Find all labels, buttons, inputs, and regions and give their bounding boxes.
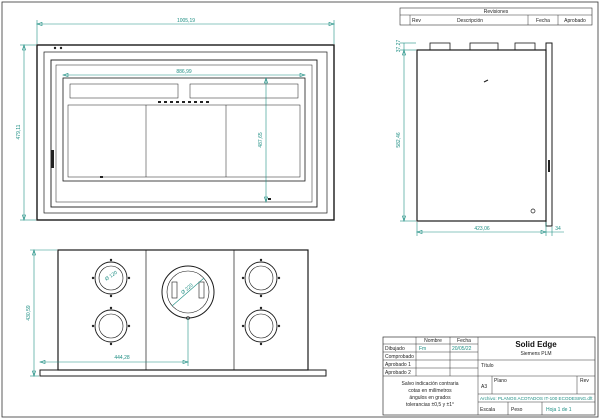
tb-size: A3 [481, 384, 487, 390]
dim-inner-height-label: 487,65 [258, 132, 264, 148]
side-collar-left [429, 42, 451, 51]
front-outer-frame [36, 44, 335, 221]
duct-left-top [91, 258, 131, 298]
title-block: Nombre Fecha Dibujado Comprobado Aprobad… [382, 336, 596, 416]
top-body [57, 249, 309, 371]
side-screw [530, 208, 536, 214]
duct-right-top [241, 258, 281, 298]
tb-titulo-label: Título [481, 363, 494, 369]
tb-row-comprobado: Comprobado [385, 354, 414, 360]
duct-left-label: Ø 120 [104, 270, 119, 283]
duct-left-bottom [91, 306, 131, 346]
duct-center-label: Ø 220 [180, 282, 194, 295]
side-view: 37,27 582,46 423,06 34 [396, 40, 564, 236]
tb-row-aprobado1: Aprobado 1 [385, 362, 411, 368]
dim-rear-offset-label: 34 [555, 226, 561, 232]
deflector-left [69, 83, 179, 99]
tb-dibujado-fecha: 20/05/22 [452, 346, 472, 352]
dim-side-height-label: 582,46 [396, 132, 402, 148]
tb-company: Solid Edge [515, 340, 557, 349]
top-view: Ø 120 Ø 220 [26, 249, 327, 377]
lock-mark-right [268, 198, 271, 200]
lock-mark-bottom [100, 176, 103, 178]
tb-rev-label: Rev [580, 378, 589, 384]
revisions-table: Revisiones Rev Descripción Fecha Aprobad… [399, 7, 593, 26]
dim-overall-height-label: 479,11 [16, 124, 22, 139]
tb-note-line1: Salvo indicación contraria [402, 381, 459, 387]
side-mark [483, 79, 489, 83]
duct-center [161, 265, 215, 320]
front-door-inner [55, 64, 313, 203]
deflector-right [189, 83, 299, 99]
revisions-col-desc: Descripción [457, 18, 483, 24]
tb-note-line4: tolerancias ±0,5 y ±1° [406, 402, 454, 408]
side-collar-center [469, 42, 499, 51]
dim-duct-offset-label: 444,28 [114, 355, 130, 361]
dim-overall-width-label: 1005,19 [177, 18, 195, 24]
tb-col-nombre: Nombre [424, 338, 442, 344]
tb-peso-label: Peso [511, 407, 523, 413]
tb-plano-label: Plano [494, 378, 507, 384]
front-frame-inner [43, 51, 328, 214]
dim-top-offset-label: 37,27 [396, 40, 402, 53]
revisions-col-aprobado: Aprobado [564, 18, 586, 24]
door-handle [51, 150, 54, 168]
tb-row-aprobado2: Aprobado 2 [385, 370, 411, 376]
front-door [50, 59, 318, 208]
tb-archivo: Archivo: PLANOS ACOTADOS IT-100 ECODESIN… [480, 396, 593, 401]
control-knob-right [59, 46, 63, 50]
tb-col-fecha: Fecha [457, 338, 471, 344]
tb-hoja: Hoja 1 de 1 [546, 407, 572, 413]
front-glass [62, 77, 306, 182]
front-view: 1005,19 886,99 479,11 487,65 [16, 18, 335, 221]
dim-top-depth-label: 430,59 [26, 305, 32, 321]
revisions-col-rev: Rev [412, 18, 421, 24]
side-body [416, 49, 547, 222]
side-front-frame [545, 42, 553, 227]
side-tab [548, 160, 550, 172]
air-slots [158, 101, 209, 103]
tb-row-dibujado: Dibujado [385, 346, 405, 352]
revisions-title: Revisiones [484, 9, 509, 15]
tb-dibujado-nombre: Fm [419, 346, 426, 352]
tb-escala-label: Escala [480, 407, 495, 413]
tb-company-sub: Siemens PLM [520, 351, 551, 357]
duct-right-bottom [241, 306, 281, 346]
dim-inner-width-label: 886,99 [176, 69, 192, 75]
tb-note-line3: ángulos en grados [409, 395, 451, 401]
side-collar-right [514, 42, 536, 51]
tb-note-line2: cotas en milímetros [408, 388, 452, 394]
dim-side-depth-label: 423,06 [474, 226, 490, 232]
revisions-col-fecha: Fecha [536, 18, 550, 24]
control-knob-left [53, 46, 57, 50]
top-front-frame [39, 369, 327, 377]
front-firebox-back [67, 104, 301, 178]
